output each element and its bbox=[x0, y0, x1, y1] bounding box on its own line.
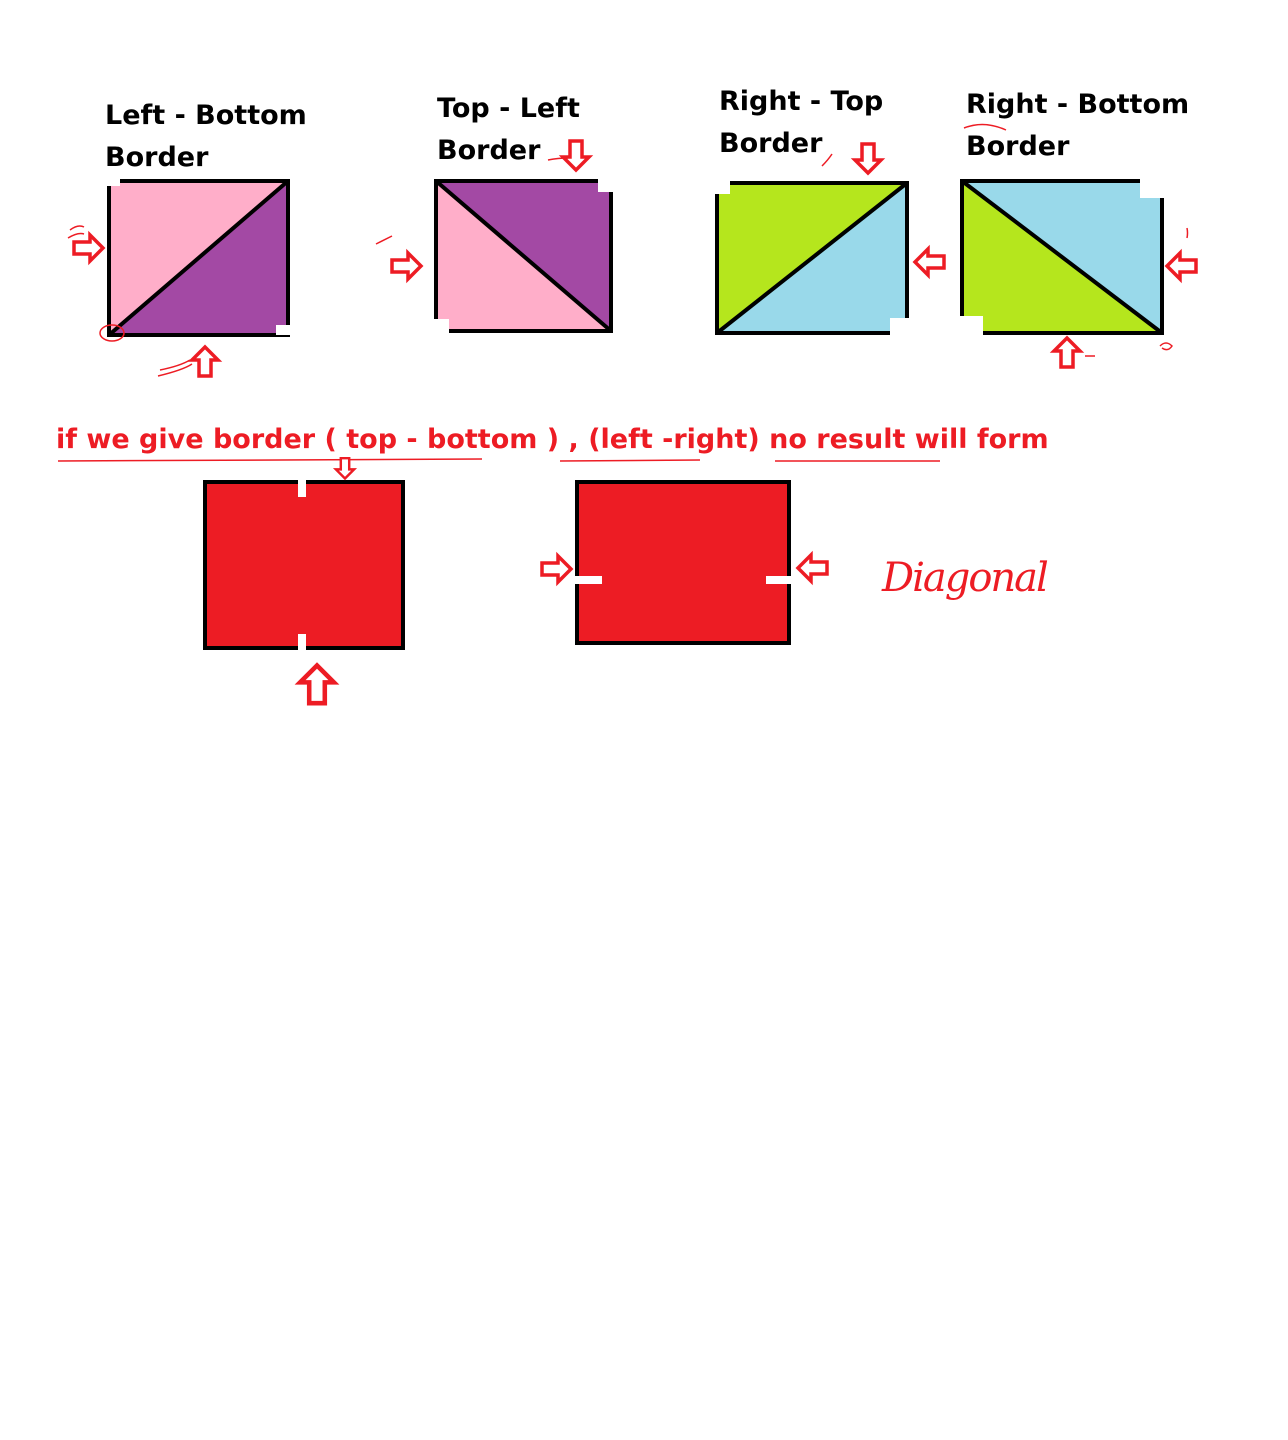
diagonal-line bbox=[715, 181, 909, 335]
box-border bbox=[960, 179, 1164, 335]
right-arrow-icon bbox=[390, 251, 423, 281]
corner-gap bbox=[1140, 176, 1166, 198]
red-box bbox=[203, 480, 405, 650]
box-border bbox=[715, 181, 909, 335]
left-bottom-box bbox=[67, 176, 292, 378]
left-arrow-icon bbox=[796, 553, 829, 583]
note-underlines bbox=[57, 458, 940, 462]
red-box-top-bottom bbox=[203, 456, 405, 704]
up-arrow-icon bbox=[300, 666, 334, 704]
corner-gap bbox=[890, 318, 912, 336]
corner-gap bbox=[104, 176, 120, 186]
border-gap bbox=[298, 477, 306, 497]
down-arrow-icon bbox=[334, 456, 356, 480]
scribble bbox=[963, 123, 1007, 131]
right-arrow-icon bbox=[72, 233, 105, 263]
up-arrow-icon bbox=[190, 345, 220, 378]
border-gap bbox=[766, 576, 796, 584]
label-line: Border bbox=[437, 135, 541, 166]
left-arrow-icon bbox=[913, 247, 946, 277]
diagonal-line bbox=[960, 179, 1164, 335]
corner-gap bbox=[598, 176, 616, 192]
top-left-label: Top - Left Border bbox=[437, 88, 580, 172]
label-line: Border bbox=[105, 142, 209, 173]
handwritten-note: Diagonal bbox=[882, 555, 1049, 601]
scribble bbox=[1159, 342, 1173, 351]
scribble bbox=[821, 153, 833, 167]
scribble bbox=[1186, 227, 1189, 239]
right-arrow-icon bbox=[540, 554, 573, 584]
right-top-label: Right - Top Border bbox=[719, 81, 883, 165]
label-line: Right - Top bbox=[719, 86, 884, 117]
right-bottom-box bbox=[957, 123, 1198, 369]
left-arrow-icon bbox=[1165, 251, 1198, 281]
label-line: Right - Bottom bbox=[966, 89, 1190, 120]
label-line: Left - Bottom bbox=[105, 100, 307, 131]
up-arrow-icon bbox=[1052, 336, 1082, 369]
left-bottom-label: Left - Bottom Border bbox=[105, 95, 307, 179]
scribble bbox=[375, 235, 393, 245]
note-text: if we give border ( top - bottom ) , (le… bbox=[56, 424, 1049, 455]
scribble bbox=[157, 359, 193, 377]
label-line: Top - Left bbox=[437, 93, 580, 124]
corner-gap bbox=[276, 325, 292, 335]
right-top-box bbox=[712, 142, 946, 336]
diagonal-line bbox=[107, 179, 290, 337]
corner-gap bbox=[957, 316, 983, 336]
corner-gap bbox=[431, 319, 449, 333]
corner-gap bbox=[712, 178, 730, 194]
top-left-box bbox=[375, 139, 616, 333]
border-gap bbox=[572, 576, 602, 584]
right-bottom-label: Right - Bottom Border bbox=[966, 84, 1189, 168]
box-border bbox=[434, 179, 613, 333]
border-gap bbox=[298, 634, 306, 654]
scribble bbox=[99, 324, 125, 342]
scribble bbox=[67, 225, 85, 239]
diagonal-line bbox=[434, 179, 613, 333]
label-line: Border bbox=[966, 131, 1070, 162]
scribble bbox=[547, 157, 569, 161]
red-box-left-right bbox=[540, 480, 829, 645]
red-box bbox=[575, 480, 791, 645]
label-line: Border bbox=[719, 128, 823, 159]
box-border bbox=[107, 179, 290, 337]
